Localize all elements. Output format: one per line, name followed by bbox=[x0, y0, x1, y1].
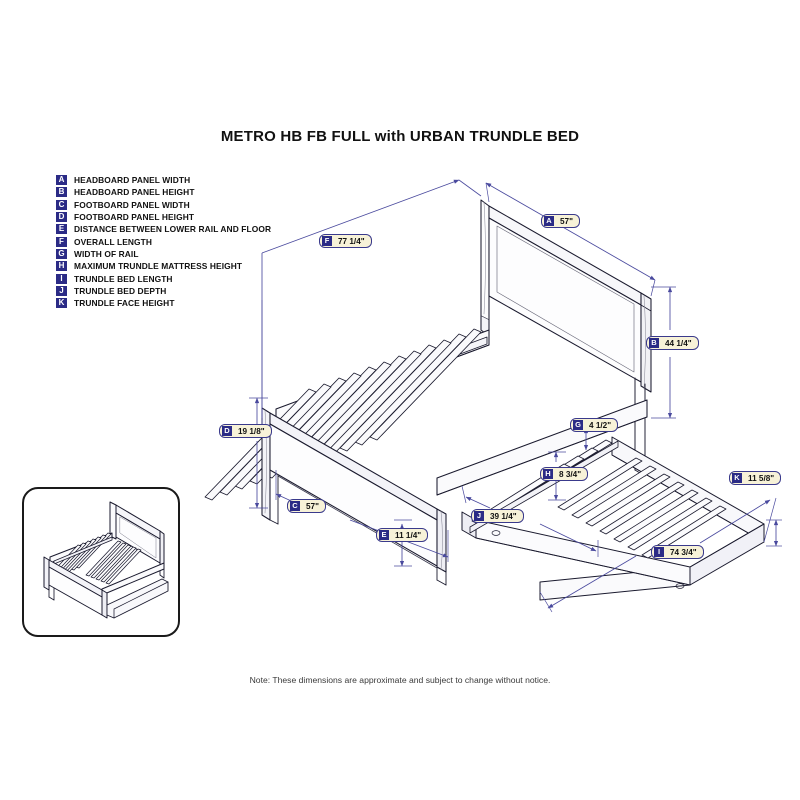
dim-line-a bbox=[485, 182, 656, 281]
dim-ext-f-right bbox=[458, 179, 482, 197]
callout-j: J 39 1/4" bbox=[471, 509, 524, 523]
callout-badge-f: F bbox=[322, 236, 332, 246]
callout-value-h: 8 3/4" bbox=[559, 469, 582, 479]
legend-badge-j: J bbox=[56, 285, 67, 296]
lower-rail bbox=[277, 475, 438, 569]
dimension-lines bbox=[249, 179, 782, 613]
legend-item-k: K TRUNDLE FACE HEIGHT bbox=[56, 297, 271, 309]
legend-item-h: H MAXIMUM TRUNDLE MATTRESS HEIGHT bbox=[56, 260, 271, 272]
callout-value-f: 77 1/4" bbox=[338, 236, 365, 246]
page-title: METRO HB FB FULL with URBAN TRUNDLE BED bbox=[220, 128, 580, 145]
callout-f: F 77 1/4" bbox=[319, 234, 372, 248]
legend-item-b: B HEADBOARD PANEL HEIGHT bbox=[56, 186, 271, 198]
callout-b: B 44 1/4" bbox=[646, 336, 699, 350]
callout-h: H 8 3/4" bbox=[540, 467, 589, 481]
callout-g: G 4 1/2" bbox=[570, 418, 619, 432]
legend-item-c: C FOOTBOARD PANEL WIDTH bbox=[56, 199, 271, 211]
legend-item-g: G WIDTH OF RAIL bbox=[56, 248, 271, 260]
callout-d: D 19 1/8" bbox=[219, 424, 272, 438]
legend-item-i: I TRUNDLE BED LENGTH bbox=[56, 272, 271, 284]
legend-item-f: F OVERALL LENGTH bbox=[56, 235, 271, 247]
legend-label-e: DISTANCE BETWEEN LOWER RAIL AND FLOOR bbox=[74, 224, 272, 235]
callout-value-a: 57" bbox=[560, 216, 573, 226]
legend-badge-g: G bbox=[56, 248, 67, 259]
dim-line-i-left bbox=[547, 555, 637, 609]
product-inset-thumbnail bbox=[22, 487, 180, 637]
legend-badge-i: I bbox=[56, 273, 67, 284]
callout-value-g: 4 1/2" bbox=[589, 420, 612, 430]
callout-badge-a: A bbox=[544, 216, 554, 226]
callout-badge-j: J bbox=[474, 511, 484, 521]
dim-line-j-left bbox=[465, 496, 491, 509]
legend-item-a: A HEADBOARD PANEL WIDTH bbox=[56, 174, 271, 186]
legend: A HEADBOARD PANEL WIDTH B HEADBOARD PANE… bbox=[56, 174, 271, 309]
callout-badge-i: I bbox=[654, 547, 664, 557]
legend-item-e: E DISTANCE BETWEEN LOWER RAIL AND FLOOR bbox=[56, 223, 271, 235]
callout-badge-b: B bbox=[649, 338, 659, 348]
legend-label-g: WIDTH OF RAIL bbox=[74, 248, 139, 259]
legend-item-j: J TRUNDLE BED DEPTH bbox=[56, 285, 271, 297]
legend-label-a: HEADBOARD PANEL WIDTH bbox=[74, 175, 191, 186]
legend-label-b: HEADBOARD PANEL HEIGHT bbox=[74, 187, 195, 198]
callout-badge-g: G bbox=[573, 420, 583, 430]
callout-i: I 74 3/4" bbox=[651, 545, 704, 559]
callout-value-d: 19 1/8" bbox=[238, 426, 265, 436]
inset-bed-drawing bbox=[43, 501, 169, 619]
callout-value-c: 57" bbox=[306, 501, 319, 511]
footer-note: Note: These dimensions are approximate a… bbox=[249, 675, 551, 685]
legend-label-i: TRUNDLE BED LENGTH bbox=[74, 273, 173, 284]
legend-badge-a: A bbox=[56, 175, 67, 186]
callout-badge-k: K bbox=[732, 473, 742, 483]
legend-item-d: D FOOTBOARD PANEL HEIGHT bbox=[56, 211, 271, 223]
legend-badge-k: K bbox=[56, 298, 67, 309]
legend-badge-c: C bbox=[56, 199, 67, 210]
legend-badge-e: E bbox=[56, 224, 67, 235]
callout-badge-h: H bbox=[543, 469, 553, 479]
dim-line-i-right bbox=[699, 499, 771, 544]
trundle-bed-assembly bbox=[461, 436, 765, 601]
callout-value-i: 74 3/4" bbox=[670, 547, 697, 557]
legend-label-j: TRUNDLE BED DEPTH bbox=[74, 285, 167, 296]
legend-label-k: TRUNDLE FACE HEIGHT bbox=[74, 298, 175, 309]
callout-value-e: 11 1/4" bbox=[395, 530, 422, 540]
dim-line-j-right bbox=[539, 523, 597, 552]
legend-label-f: OVERALL LENGTH bbox=[74, 236, 153, 247]
callout-badge-e: E bbox=[379, 530, 389, 540]
callout-value-j: 39 1/4" bbox=[490, 511, 517, 521]
legend-label-c: FOOTBOARD PANEL WIDTH bbox=[74, 199, 190, 210]
main-bed-assembly bbox=[204, 199, 652, 586]
legend-label-h: MAXIMUM TRUNDLE MATTRESS HEIGHT bbox=[74, 261, 243, 272]
callout-badge-d: D bbox=[222, 426, 232, 436]
callout-value-b: 44 1/4" bbox=[665, 338, 692, 348]
callout-k: K 11 5/8" bbox=[729, 471, 782, 485]
legend-badge-b: B bbox=[56, 187, 67, 198]
callout-badge-c: C bbox=[290, 501, 300, 511]
callout-a: A 57" bbox=[541, 214, 580, 228]
dim-line-f bbox=[261, 179, 460, 254]
callout-value-k: 11 5/8" bbox=[748, 473, 775, 483]
legend-badge-h: H bbox=[56, 261, 67, 272]
callout-e: E 11 1/4" bbox=[376, 528, 429, 542]
legend-badge-f: F bbox=[56, 236, 67, 247]
legend-label-d: FOOTBOARD PANEL HEIGHT bbox=[74, 212, 195, 223]
legend-badge-d: D bbox=[56, 212, 67, 223]
callout-c: C 57" bbox=[287, 499, 326, 513]
